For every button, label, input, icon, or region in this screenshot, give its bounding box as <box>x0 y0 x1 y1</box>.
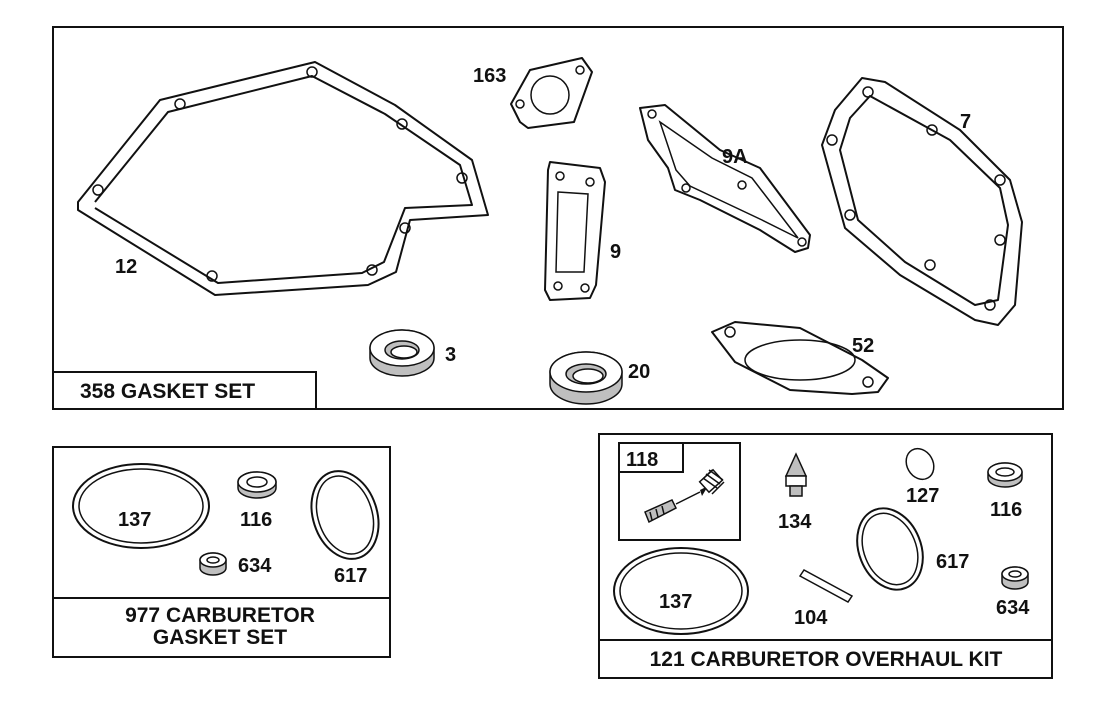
label-part-12: 12 <box>115 256 137 278</box>
label-part-634-kit: 634 <box>996 597 1030 619</box>
needle-valve-icon <box>644 486 708 524</box>
washer-part-116-kit <box>987 462 1023 488</box>
label-part-116: 116 <box>240 509 272 531</box>
label-part-617: 617 <box>334 565 367 587</box>
seal-part-634-kit <box>1001 566 1029 590</box>
head-gasket-part-7 <box>821 77 1023 326</box>
label-part-9a: 9A <box>722 146 748 168</box>
carb-gasket-set-title-line2: GASKET SET <box>153 626 287 649</box>
label-part-137-kit: 137 <box>659 591 692 613</box>
label-part-617-kit: 617 <box>936 551 969 573</box>
label-part-116-kit: 116 <box>990 499 1022 521</box>
label-part-9: 9 <box>610 241 621 263</box>
pin-part-104 <box>798 569 854 603</box>
label-part-134: 134 <box>778 511 812 533</box>
o-ring-part-617-kit <box>856 507 924 591</box>
label-part-634: 634 <box>238 555 272 577</box>
label-part-127: 127 <box>906 485 939 507</box>
spring-icon <box>698 468 725 495</box>
exhaust-gasket-part-52 <box>711 321 889 395</box>
label-part-7: 7 <box>960 111 971 133</box>
label-part-104: 104 <box>794 607 828 629</box>
sub-kit-118: 118 <box>618 442 741 541</box>
slotted-gasket-part-9a <box>639 104 811 253</box>
label-part-52: 52 <box>852 335 874 357</box>
oil-seal-part-20 <box>549 351 623 405</box>
o-ring-part-137 <box>72 463 210 549</box>
label-part-3: 3 <box>445 344 456 366</box>
label-sub-kit-118: 118 <box>626 449 658 471</box>
o-ring-part-137-kit <box>613 547 749 635</box>
label-part-20: 20 <box>628 361 650 383</box>
gasket-set-title: 358 GASKET SET <box>80 380 255 403</box>
overhaul-kit-title: 121 CARBURETOR OVERHAUL KIT <box>650 648 1003 671</box>
carb-gasket-set-panel: 977 CARBURETOR GASKET SET 137 116 634 61… <box>52 446 391 658</box>
welch-plug-part-127 <box>905 447 935 481</box>
label-part-137: 137 <box>118 509 151 531</box>
washer-part-116 <box>237 471 277 499</box>
o-ring-part-617 <box>310 470 380 560</box>
oil-seal-part-3 <box>369 329 435 377</box>
gasket-set-panel: 358 GASKET SET 12 163 <box>52 26 1064 410</box>
flange-gasket-part-163 <box>510 57 593 129</box>
overhaul-kit-panel: 121 CARBURETOR OVERHAUL KIT 118 <box>598 433 1053 679</box>
carb-gasket-set-title-line1: 977 CARBURETOR <box>125 604 315 627</box>
float-needle-part-134 <box>784 452 808 497</box>
seal-part-634 <box>199 552 227 576</box>
rect-gasket-part-9 <box>544 161 606 301</box>
crankcase-gasket-part-12 <box>77 61 489 296</box>
label-part-163: 163 <box>473 65 506 87</box>
